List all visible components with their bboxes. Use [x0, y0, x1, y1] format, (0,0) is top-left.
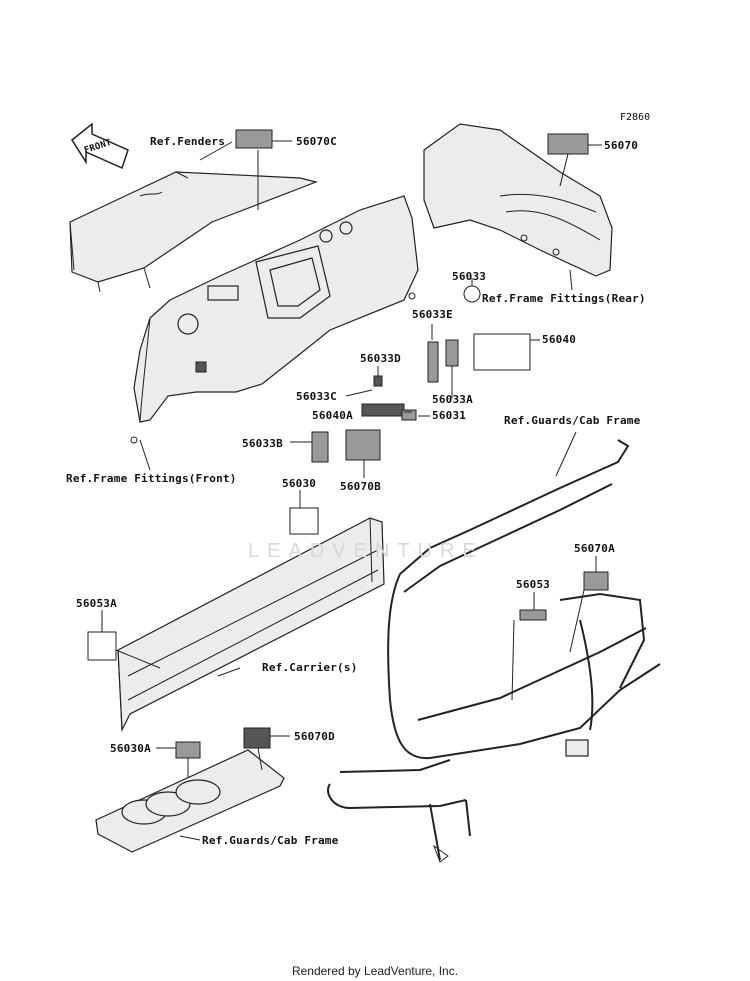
decal-56040-shape [473, 333, 531, 371]
dashboard-panel-drawing [130, 195, 419, 444]
part-56031-label: 56031 [432, 409, 467, 422]
part-56053A-label: 56053A [76, 597, 117, 610]
decal-56033-shape [463, 285, 481, 303]
cab-frame-drawing [327, 439, 661, 863]
part-56070B-label: 56070B [340, 480, 381, 493]
decal-56040A-shape [361, 403, 405, 417]
part-56030-label: 56030 [282, 477, 317, 490]
part-56033B-label: 56033B [242, 437, 283, 450]
ref-frame-rear-label: Ref.Frame Fittings(Rear) [482, 292, 646, 305]
watermark: LEADVENTURE [248, 540, 484, 562]
part-56040-label: 56040 [542, 333, 577, 346]
part-56070D-label: 56070D [294, 730, 335, 743]
part-56033C-label: 56033C [296, 390, 337, 403]
decal-56031-shape [401, 409, 417, 421]
ref-fenders-label: Ref.Fenders [150, 135, 226, 148]
carrier-panel-drawing [117, 517, 385, 733]
decal-56033D-shape [373, 375, 383, 387]
front-arrow-icon [71, 122, 129, 170]
decal-56053-shape [519, 609, 547, 621]
footer-credit: Rendered by LeadVenture, Inc. [291, 964, 459, 978]
decal-56033B-shape [311, 431, 329, 463]
decal-56070B-shape [345, 429, 381, 461]
figure-id: F2860 [620, 112, 651, 123]
decal-56030A-shape [175, 741, 201, 759]
decal-56070A-shape [583, 571, 609, 591]
ref-guards-cab-upper-label: Ref.Guards/Cab Frame [504, 414, 641, 427]
rear-fender-drawing [69, 171, 318, 293]
part-56030A-label: 56030A [110, 742, 151, 755]
decal-56070C-shape [235, 129, 273, 149]
part-56033-label: 56033 [452, 270, 487, 283]
decal-56033A-shape [445, 339, 459, 367]
ref-carrier-label: Ref.Carrier(s) [262, 661, 358, 674]
decal-56033E-shape [427, 341, 439, 383]
floor-guard-plate-drawing [95, 749, 285, 853]
part-56040A-label: 56040A [312, 409, 353, 422]
part-56070A-label: 56070A [574, 542, 615, 555]
decal-56053A-shape [87, 631, 117, 661]
rear-frame-fitting-drawing [423, 123, 613, 277]
part-56070-label: 56070 [604, 139, 639, 152]
ref-guards-cab-lower-label: Ref.Guards/Cab Frame [202, 834, 339, 847]
part-56033D-label: 56033D [360, 352, 401, 365]
decal-56070-shape [547, 133, 589, 155]
decal-56070D-shape [243, 727, 271, 749]
part-56070C-label: 56070C [296, 135, 337, 148]
part-56033A-label: 56033A [432, 393, 473, 406]
ref-frame-front-label: Ref.Frame Fittings(Front) [66, 472, 237, 485]
part-56033E-label: 56033E [412, 308, 453, 321]
decal-56030-shape [289, 507, 319, 535]
leader-lines [101, 140, 602, 841]
part-56053-label: 56053 [516, 578, 551, 591]
